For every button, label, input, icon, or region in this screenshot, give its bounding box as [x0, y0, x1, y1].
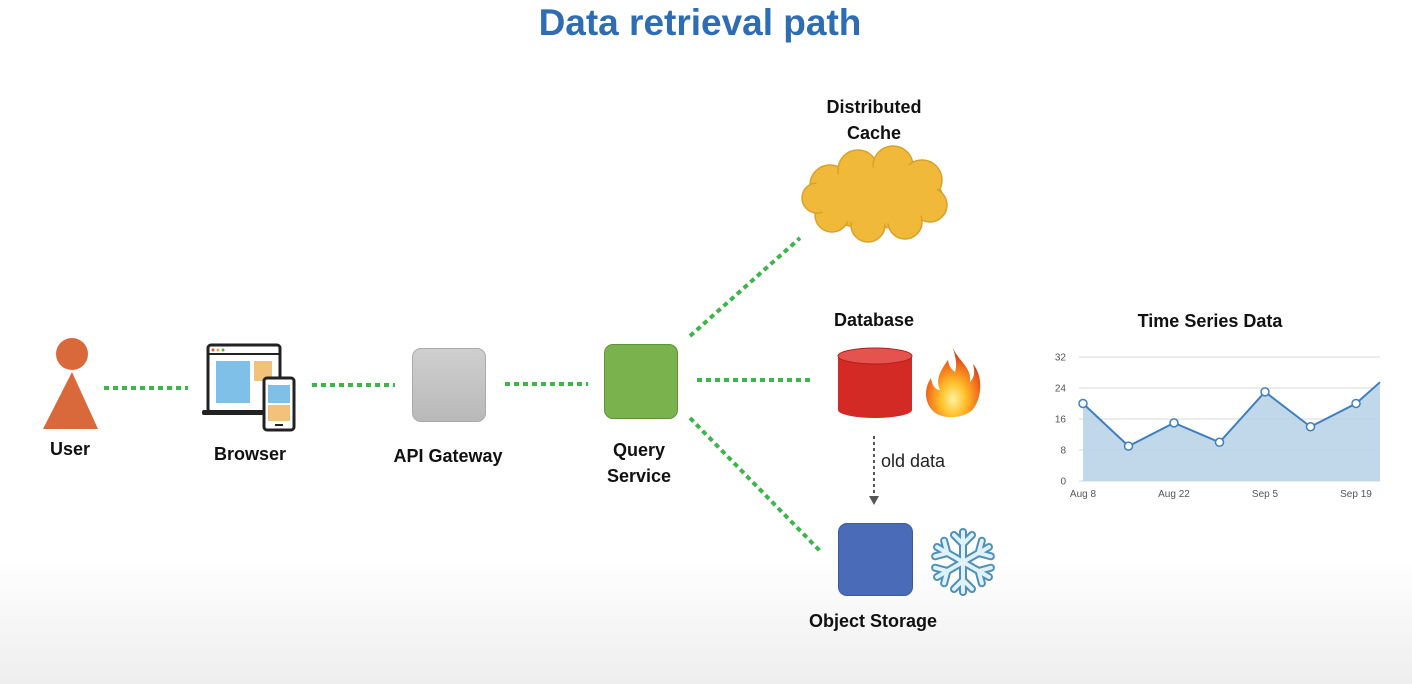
database-label: Database [833, 310, 915, 330]
series-line [1082, 381, 1381, 448]
chart-title: Time Series Data [1137, 311, 1283, 331]
data-point [1214, 437, 1225, 447]
data-point [1305, 422, 1316, 432]
data-point [1123, 441, 1134, 451]
old-data-label: old data [881, 451, 946, 471]
browser-label: Browser [213, 444, 287, 464]
x-tick-label: Aug 22 [1158, 489, 1190, 500]
x-tick-label: Sep 5 [1252, 489, 1279, 500]
connector-query-storage [688, 416, 824, 555]
query-service-label: Query Service [606, 440, 672, 486]
storage-box-icon [838, 523, 913, 596]
api-gateway-label: API Gateway [393, 446, 503, 466]
y-tick-label: 24 [1055, 384, 1067, 395]
y-tick-label: 32 [1055, 353, 1067, 364]
y-tick-label: 16 [1055, 415, 1067, 426]
x-tick-label: Aug 8 [1070, 489, 1097, 500]
y-tick-label: 0 [1060, 477, 1066, 488]
distributed-cache-label: Distributed Cache [826, 97, 922, 143]
gateway-box-icon [412, 348, 486, 422]
data-point [1351, 398, 1361, 409]
data-point [1169, 418, 1179, 428]
area-fill [1083, 382, 1380, 481]
y-tick-label: 8 [1060, 446, 1066, 457]
object-storage-label: Object Storage [808, 611, 938, 631]
service-box-icon [604, 344, 678, 419]
connector-query-cache [688, 236, 802, 338]
data-point [1260, 387, 1270, 397]
x-tick-label: Sep 19 [1340, 489, 1372, 500]
data-point [1078, 398, 1088, 409]
connector-database-storage [869, 436, 879, 505]
page-title: Data retrieval path [538, 2, 862, 43]
user-label: User [49, 439, 91, 459]
